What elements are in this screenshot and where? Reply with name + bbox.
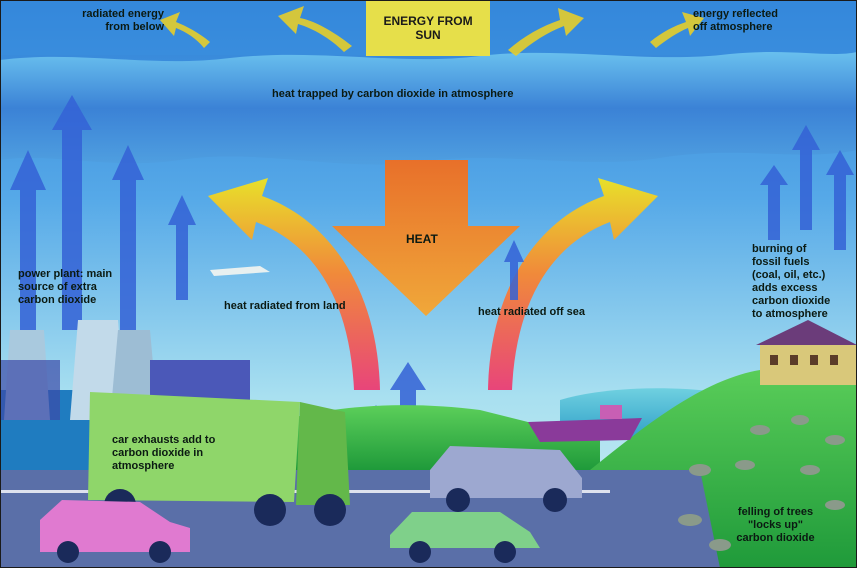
label-heat-land: heat radiated from land [224,300,346,312]
label-heat-sea: heat radiated off sea [478,306,585,318]
reflected-energy-arrows [160,6,704,56]
heat-arrow-land [208,178,380,390]
label-felling-trees: felling of trees "locks up" carbon dioxi… [736,506,815,544]
truck [88,392,350,526]
label-energy-reflected: energy reflected off atmosphere [693,8,778,33]
label-fossil-fuels: burning of fossil fuels (coal, oil, etc.… [752,243,831,320]
heat-arrow-down [332,160,520,316]
sun-box [366,0,490,56]
plane [210,266,270,276]
label-heat: HEAT [406,232,438,246]
label-power-plant: power plant: main source of extra carbon… [18,268,113,306]
label-energy-from-sun: ENERGY FROM SUN [383,14,473,42]
label-car-exhausts: car exhausts add to carbon dioxide in at… [112,434,216,472]
label-radiated-energy: radiated energy from below [82,8,164,33]
tree-stumps [678,415,845,551]
label-heat-trapped: heat trapped by carbon dioxide in atmosp… [272,88,514,100]
houses-right [756,320,857,385]
atmosphere-band [0,52,857,165]
cars [40,446,582,563]
ship [528,405,642,442]
heat-arrow-sea [488,178,658,390]
